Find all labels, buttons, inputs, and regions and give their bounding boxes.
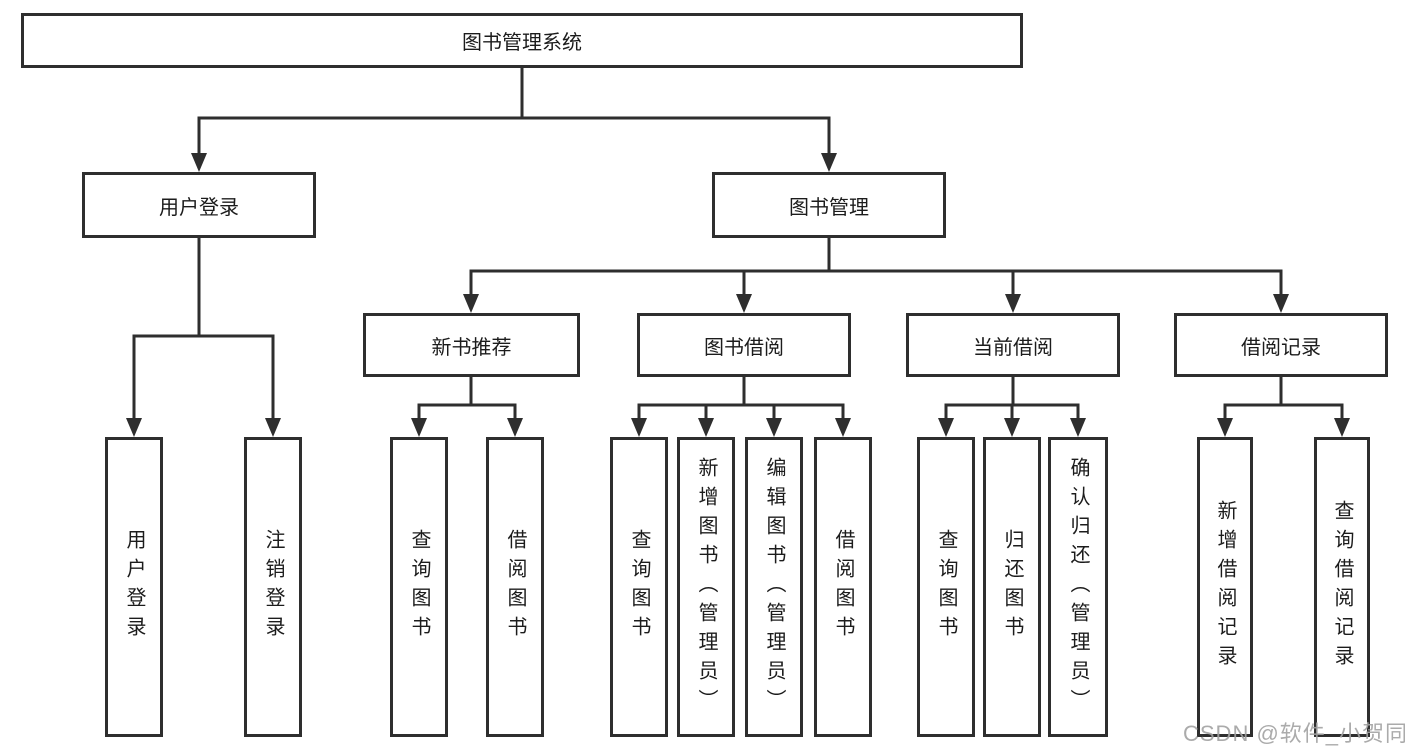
node-new-book-recommendation: 新书推荐	[363, 313, 580, 377]
node-label: 查询借阅记录	[1331, 500, 1353, 674]
watermark: CSDN @软件_小贺同学	[1183, 721, 1405, 746]
node-label: 借阅记录	[1241, 336, 1321, 359]
leaf-query-borrow-record: 查询借阅记录	[1314, 437, 1370, 737]
node-current-borrowing: 当前借阅	[906, 313, 1120, 377]
leaf-borrow-books-recommend: 借阅图书	[486, 437, 544, 737]
node-label: 归还图书	[1001, 529, 1023, 645]
node-label: 借阅图书	[832, 529, 854, 645]
node-library-management-system: 图书管理系统	[21, 13, 1023, 68]
node-label: 当前借阅	[973, 336, 1053, 359]
node-label: 用户登录	[159, 196, 239, 219]
connector-lines	[132, 68, 1344, 421]
leaf-query-books-current: 查询图书	[917, 437, 975, 737]
arrow-icon	[1334, 418, 1350, 437]
node-label: 图书管理系统	[462, 32, 582, 54]
arrow-icon	[698, 418, 714, 437]
node-label: 查询图书	[935, 529, 957, 645]
arrow-icon	[631, 418, 647, 437]
arrow-icon	[938, 418, 954, 437]
node-label: 编辑图书（管理员）	[763, 456, 785, 718]
arrow-icon	[821, 153, 837, 172]
node-label: 注销登录	[262, 529, 284, 645]
node-label: 确认归还（管理员）	[1067, 456, 1089, 718]
arrowheads	[126, 153, 1350, 437]
node-label: 查询图书	[628, 529, 650, 645]
node-label: 新书推荐	[431, 336, 512, 359]
node-label: 新增图书（管理员）	[695, 456, 717, 718]
arrow-icon	[1217, 418, 1233, 437]
arrow-icon	[1273, 294, 1289, 313]
leaf-return-book: 归还图书	[983, 437, 1041, 737]
node-label: 借阅图书	[504, 529, 526, 645]
node-label: 新增借阅记录	[1214, 500, 1236, 674]
node-borrowing-records: 借阅记录	[1174, 313, 1388, 377]
leaf-add-book-admin: 新增图书（管理员）	[677, 437, 735, 737]
arrow-icon	[411, 418, 427, 437]
leaf-add-borrow-record: 新增借阅记录	[1197, 437, 1253, 737]
node-book-borrowing: 图书借阅	[637, 313, 851, 377]
leaf-query-books-recommend: 查询图书	[390, 437, 448, 737]
node-label: 用户登录	[123, 529, 145, 645]
leaf-edit-book-admin: 编辑图书（管理员）	[745, 437, 803, 737]
arrow-icon	[191, 153, 207, 172]
arrow-icon	[126, 418, 142, 437]
arrow-icon	[766, 418, 782, 437]
arrow-icon	[835, 418, 851, 437]
leaf-logout: 注销登录	[244, 437, 302, 737]
node-label: 图书管理	[789, 196, 869, 219]
node-book-management: 图书管理	[712, 172, 946, 238]
leaf-query-books-borrowing: 查询图书	[610, 437, 668, 737]
arrow-icon	[463, 294, 479, 313]
node-label: 图书借阅	[704, 336, 784, 359]
arrow-icon	[1005, 294, 1021, 313]
node-user-login: 用户登录	[82, 172, 316, 238]
arrow-icon	[736, 294, 752, 313]
arrow-icon	[1004, 418, 1020, 437]
node-label: 查询图书	[408, 529, 430, 645]
leaf-confirm-return-admin: 确认归还（管理员）	[1048, 437, 1108, 737]
arrow-icon	[507, 418, 523, 437]
arrow-icon	[265, 418, 281, 437]
leaf-user-login: 用户登录	[105, 437, 163, 737]
leaf-borrow-books-borrowing: 借阅图书	[814, 437, 872, 737]
arrow-icon	[1070, 418, 1086, 437]
